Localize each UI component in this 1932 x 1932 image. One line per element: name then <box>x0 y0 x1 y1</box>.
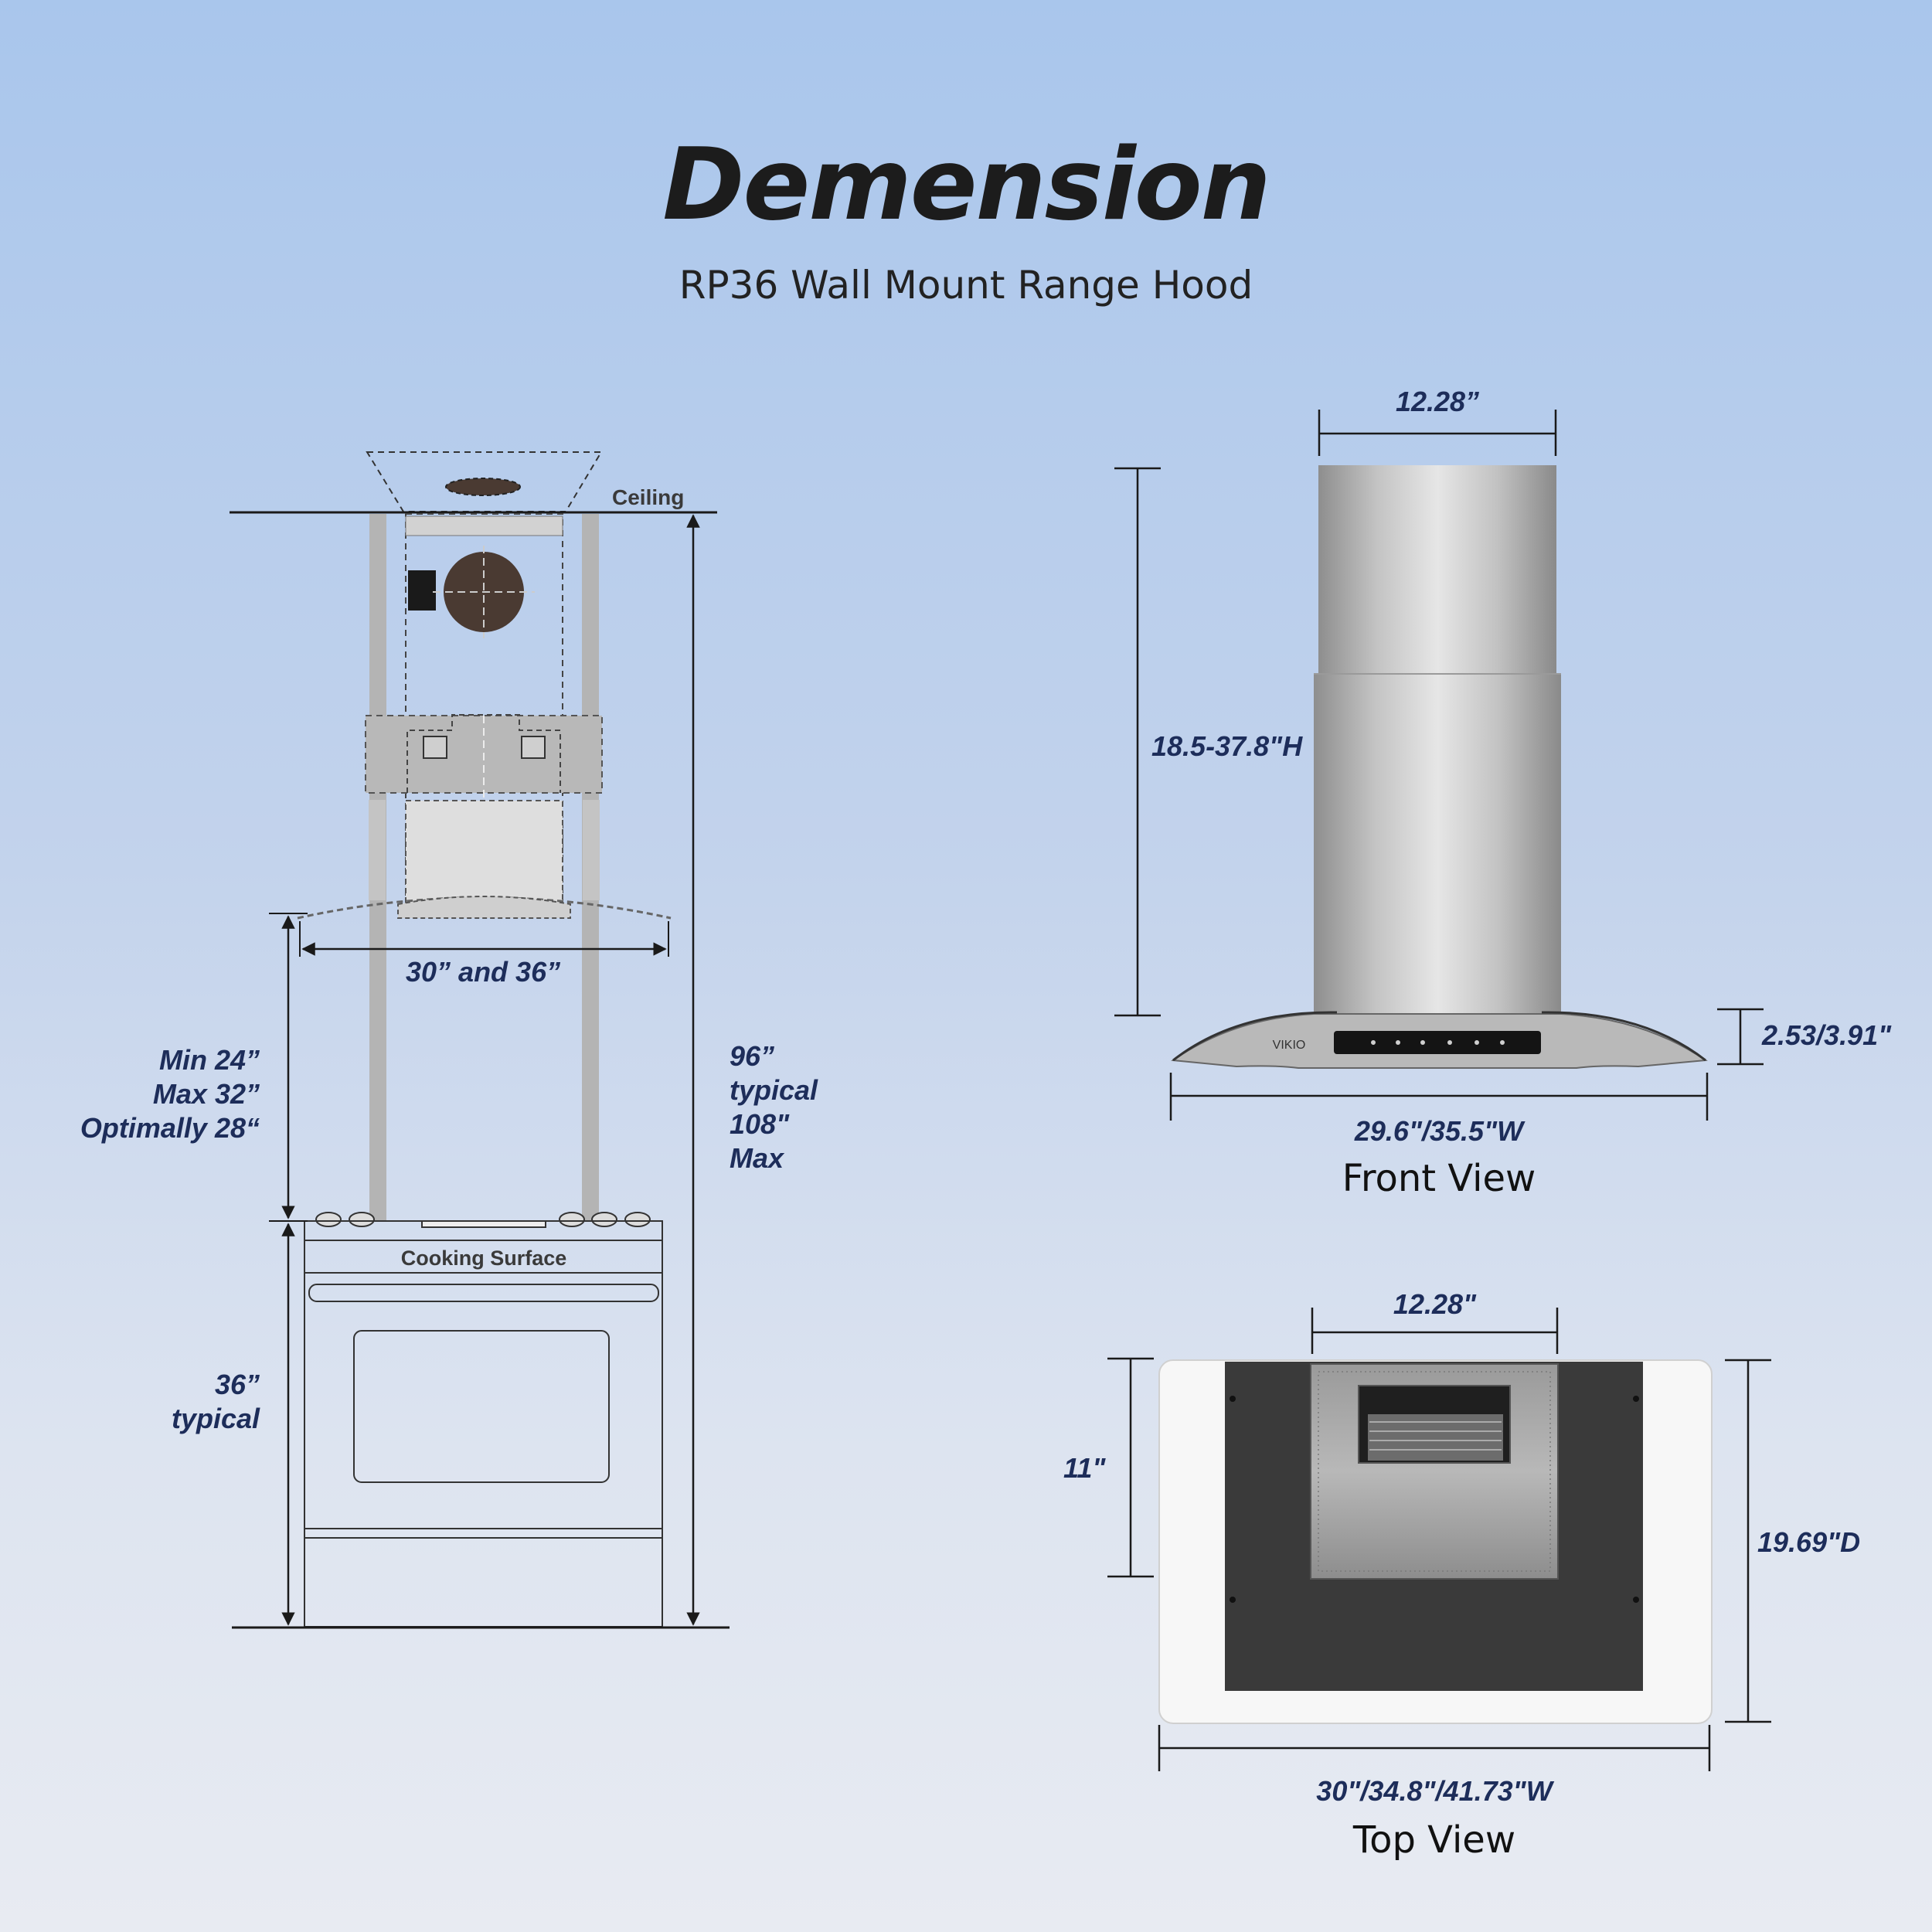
total-height-max-text: Max <box>730 1142 784 1174</box>
side-view-diagram: Ceiling <box>230 451 730 1629</box>
cooking-surface-label: Cooking Surface <box>401 1247 567 1270</box>
counter-height-value: 36” <box>214 1369 260 1400</box>
front-chimney-height: 18.5-37.8"H <box>1151 730 1303 762</box>
front-hood-width: 29.6"/35.5"W <box>1354 1115 1524 1147</box>
top-view-label: Top View <box>1352 1818 1516 1862</box>
front-view-diagram: VIKIO <box>1114 410 1764 1121</box>
ceiling-label: Ceiling <box>612 485 684 509</box>
page-subtitle: RP36 Wall Mount Range Hood <box>679 263 1253 308</box>
clearance-label: Min 24” Max 32” Optimally 28“ <box>62 1043 260 1145</box>
total-height-max-value: 108" <box>730 1108 790 1140</box>
front-view-label: Front View <box>1342 1157 1536 1200</box>
front-chimney-width: 12.28” <box>1395 386 1480 417</box>
clearance-optimal: Optimally 28“ <box>80 1112 260 1144</box>
top-chimney-depth: 11" <box>1063 1452 1106 1484</box>
page-title: Demension <box>662 128 1271 243</box>
clearance-max: Max 32” <box>152 1078 260 1110</box>
total-height-label: 96” typical 108" Max <box>730 1039 818 1175</box>
top-chimney-width: 12.28" <box>1393 1288 1477 1320</box>
top-view-diagram <box>1107 1308 1771 1771</box>
total-height-typical-value: 96” <box>730 1040 775 1072</box>
clearance-min: Min 24” <box>158 1044 260 1076</box>
range-stove: Cooking Surface <box>304 1212 663 1628</box>
counter-height-text: typical <box>171 1403 260 1434</box>
top-hood-depth: 19.69"D <box>1757 1526 1861 1558</box>
front-hood-height: 2.53/3.91" <box>1762 1019 1892 1051</box>
counter-height-label: 36” typical <box>116 1368 260 1436</box>
top-hood-width: 30"/34.8"/41.73"W <box>1316 1775 1553 1807</box>
total-height-typical-text: typical <box>730 1074 818 1106</box>
brand-logo: VIKIO <box>1273 1039 1306 1052</box>
side-width-label: 30” and 36” <box>406 956 561 988</box>
